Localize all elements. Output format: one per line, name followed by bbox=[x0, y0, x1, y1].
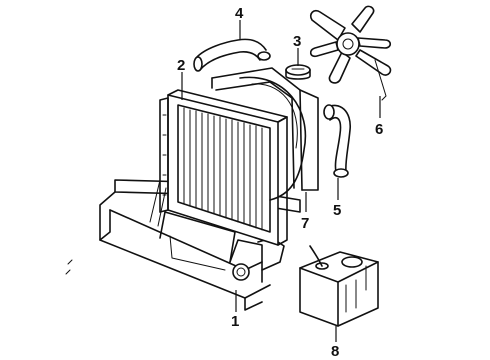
radiator-cap bbox=[285, 64, 311, 80]
callout-2: 2 bbox=[177, 57, 185, 74]
lower-radiator-hose bbox=[323, 104, 351, 178]
callout-7: 7 bbox=[301, 215, 309, 232]
callout-8: 8 bbox=[331, 343, 339, 360]
fan-shroud bbox=[211, 67, 319, 201]
callout-5: 5 bbox=[333, 202, 341, 219]
leader-lines bbox=[181, 20, 381, 342]
callout-1: 1 bbox=[231, 313, 239, 330]
callout-4: 4 bbox=[235, 5, 244, 22]
radiator bbox=[159, 89, 288, 246]
upper-radiator-hose bbox=[193, 38, 271, 72]
coolant-reservoir bbox=[299, 245, 379, 327]
callout-3: 3 bbox=[293, 33, 301, 50]
cooling-fan bbox=[309, 5, 392, 101]
callout-6: 6 bbox=[375, 121, 383, 138]
